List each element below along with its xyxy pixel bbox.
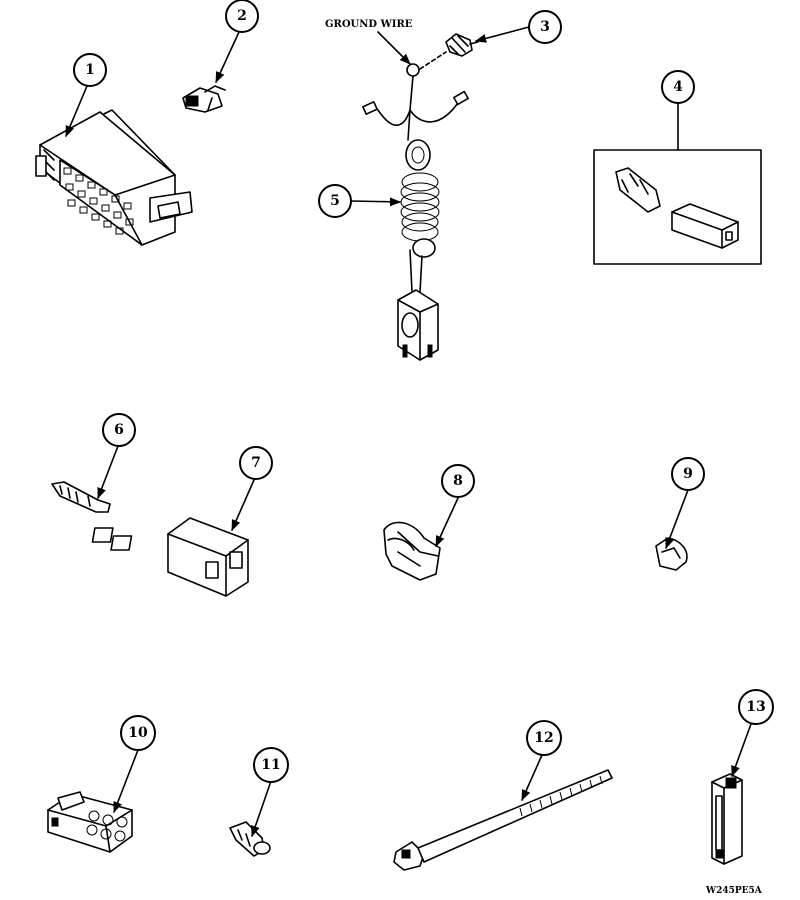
callout-11-number: 11 — [261, 757, 280, 773]
part-10-connector — [47, 791, 133, 853]
callout-6-number: 6 — [114, 422, 124, 438]
callout-12: 12 — [526, 720, 562, 756]
part-8-cable-clip — [383, 521, 441, 581]
part-12-cable-tie — [393, 769, 613, 871]
callout-5-number: 5 — [330, 193, 340, 209]
callout-3-number: 3 — [540, 19, 550, 35]
part-6-terminal — [51, 481, 111, 513]
callout-13-number: 13 — [746, 699, 765, 715]
callout-11: 11 — [253, 747, 289, 783]
part-4-terminal-kit — [593, 149, 762, 265]
part-7-housing-plug — [91, 517, 249, 597]
ground-wire-dash — [419, 51, 447, 70]
callout-1-number: 1 — [85, 62, 95, 78]
callout-4: 4 — [661, 70, 695, 104]
ground-wire-leader — [377, 31, 411, 65]
callout-8: 8 — [441, 464, 475, 498]
callout-2-number: 2 — [237, 8, 247, 24]
callout-10-number: 10 — [128, 725, 148, 741]
callout-7: 7 — [239, 446, 273, 480]
callout-13: 13 — [738, 689, 774, 725]
callout-1: 1 — [73, 53, 107, 87]
callout-9: 9 — [671, 457, 705, 491]
part-3-screw — [445, 33, 479, 57]
part-1-connector-block — [35, 109, 193, 246]
part-9-clip — [655, 537, 688, 571]
callout-6: 6 — [102, 413, 136, 447]
figure-code: W245PE5A — [705, 886, 763, 896]
callout-10: 10 — [120, 715, 156, 751]
part-11-pin-terminal — [229, 821, 271, 857]
callout-9-number: 9 — [683, 466, 693, 482]
callout-3: 3 — [528, 10, 562, 44]
callout-4-number: 4 — [673, 79, 683, 95]
ground-wire-label: GROUND WIRE — [325, 19, 413, 30]
part-5-power-cord — [362, 63, 469, 361]
callout-12-number: 12 — [534, 730, 553, 746]
callout-leaders — [65, 26, 752, 838]
part-2-clip — [182, 85, 226, 113]
callout-7-number: 7 — [251, 455, 261, 471]
callout-5: 5 — [318, 184, 352, 218]
part-13-bracket — [711, 773, 743, 865]
callout-2: 2 — [225, 0, 259, 33]
callout-8-number: 8 — [453, 473, 463, 489]
